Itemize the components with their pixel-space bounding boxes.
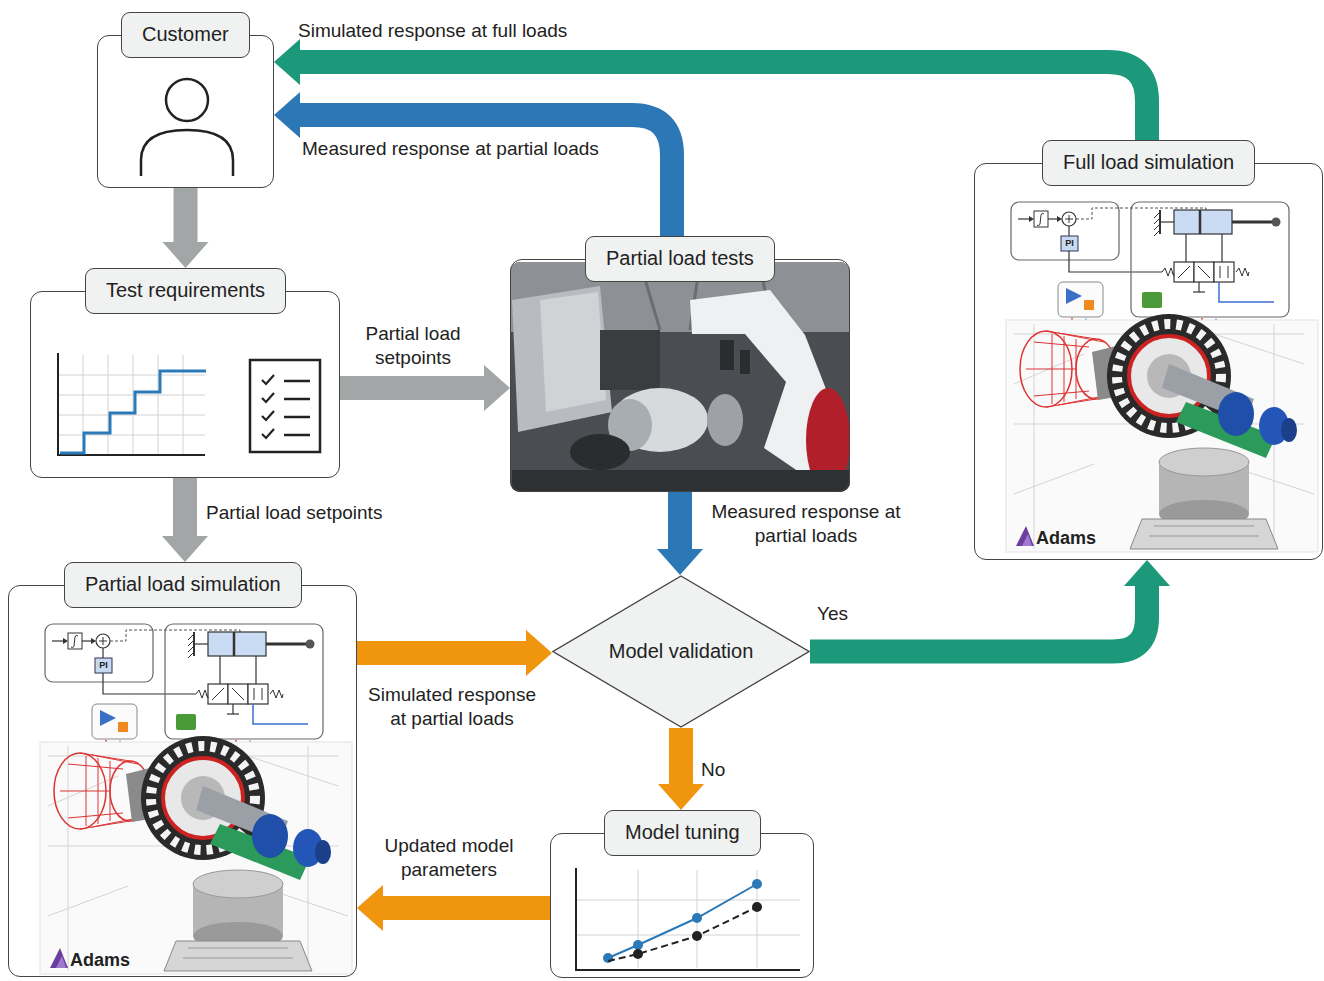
node-title: Test requirements <box>106 279 265 301</box>
edge-label: No <box>701 758 725 782</box>
block-label: PI <box>95 658 112 673</box>
arrow-shaft <box>298 62 1147 140</box>
edge-label: Partial load setpoints <box>206 501 382 525</box>
arrow-head <box>1124 560 1170 586</box>
edge-label: Measured response at partial loads <box>302 137 599 161</box>
box-frame <box>510 259 850 492</box>
simulation-box: Partial load simulation <box>8 562 357 977</box>
process-box: Test requirements <box>30 268 340 478</box>
node-title: Partial load tests <box>606 247 754 269</box>
checklist-icon <box>250 360 320 452</box>
arrow-head <box>484 365 510 411</box>
arrow-head <box>163 242 209 268</box>
arrow-shaft <box>173 478 197 538</box>
software-logo: Adams <box>70 949 140 971</box>
arrow-shaft <box>669 728 693 786</box>
edge-label: Partial load setpoints <box>343 322 483 370</box>
block-label: PI <box>1061 236 1078 251</box>
arrow-shaft <box>298 115 672 236</box>
flow-arrow <box>163 188 209 268</box>
flow-arrow <box>274 39 1147 140</box>
arrow-head <box>357 885 383 931</box>
node-title: Model validation <box>609 640 754 663</box>
diamond-shape <box>553 576 809 727</box>
arrow-shaft <box>668 492 692 551</box>
heading-tab: Full load simulation <box>1042 140 1255 186</box>
box-frame <box>8 585 357 977</box>
process-box: Model tuning <box>550 810 814 978</box>
photo-box: Partial load tests <box>510 236 850 492</box>
actor-box: Customer <box>97 12 274 188</box>
arrow-head <box>526 630 552 676</box>
flow-arrow <box>162 478 208 562</box>
test-rig-photo <box>510 262 850 492</box>
arrow-shaft <box>340 376 486 400</box>
node-title: Model tuning <box>625 821 740 843</box>
flow-arrow <box>357 885 550 931</box>
flow-arrow <box>658 728 704 810</box>
simulation-box: Full load simulation <box>974 140 1323 560</box>
edge-label: Measured response at partial loads <box>706 500 906 548</box>
arrow-shaft <box>357 641 528 665</box>
person-icon <box>166 79 208 121</box>
arrow-head <box>274 39 300 85</box>
heading-tab: Test requirements <box>85 268 286 314</box>
edge-label: Simulated response at partial loads <box>358 683 546 731</box>
heading-tab: Customer <box>121 12 250 58</box>
heading-tab: Model tuning <box>604 810 761 856</box>
arrow-shaft <box>381 896 550 920</box>
node-title: Full load simulation <box>1063 151 1234 173</box>
node-title: Customer <box>142 23 229 45</box>
flow-arrow <box>274 92 672 236</box>
edge-label: Simulated response at full loads <box>298 19 567 43</box>
tuning-chart <box>576 868 800 970</box>
arrow-head <box>658 784 704 810</box>
arrow-head <box>274 92 300 138</box>
diamond-text-holder: Model validation <box>552 575 810 728</box>
heading-tab: Partial load tests <box>585 236 775 282</box>
simulation-illustration <box>1006 202 1318 552</box>
flow-arrow <box>810 560 1170 652</box>
simulation-illustration <box>40 624 352 974</box>
flow-arrow <box>357 630 552 676</box>
node-title: Partial load simulation <box>85 573 281 595</box>
arrow-head <box>657 549 703 575</box>
step-chart <box>58 353 206 455</box>
software-logo: Adams <box>1036 527 1106 549</box>
decision-diamond: Model validation <box>552 575 810 728</box>
person-icon <box>141 130 233 176</box>
arrow-shaft <box>810 584 1147 652</box>
heading-tab: Partial load simulation <box>64 562 302 608</box>
box-frame <box>974 163 1323 560</box>
edge-label: Updated model parameters <box>369 834 529 882</box>
flow-arrow <box>340 365 510 411</box>
arrow-shaft <box>174 188 198 244</box>
box-frame <box>30 291 340 478</box>
flow-arrow <box>657 492 703 575</box>
edge-label: Yes <box>817 602 848 626</box>
arrow-head <box>162 536 208 562</box>
